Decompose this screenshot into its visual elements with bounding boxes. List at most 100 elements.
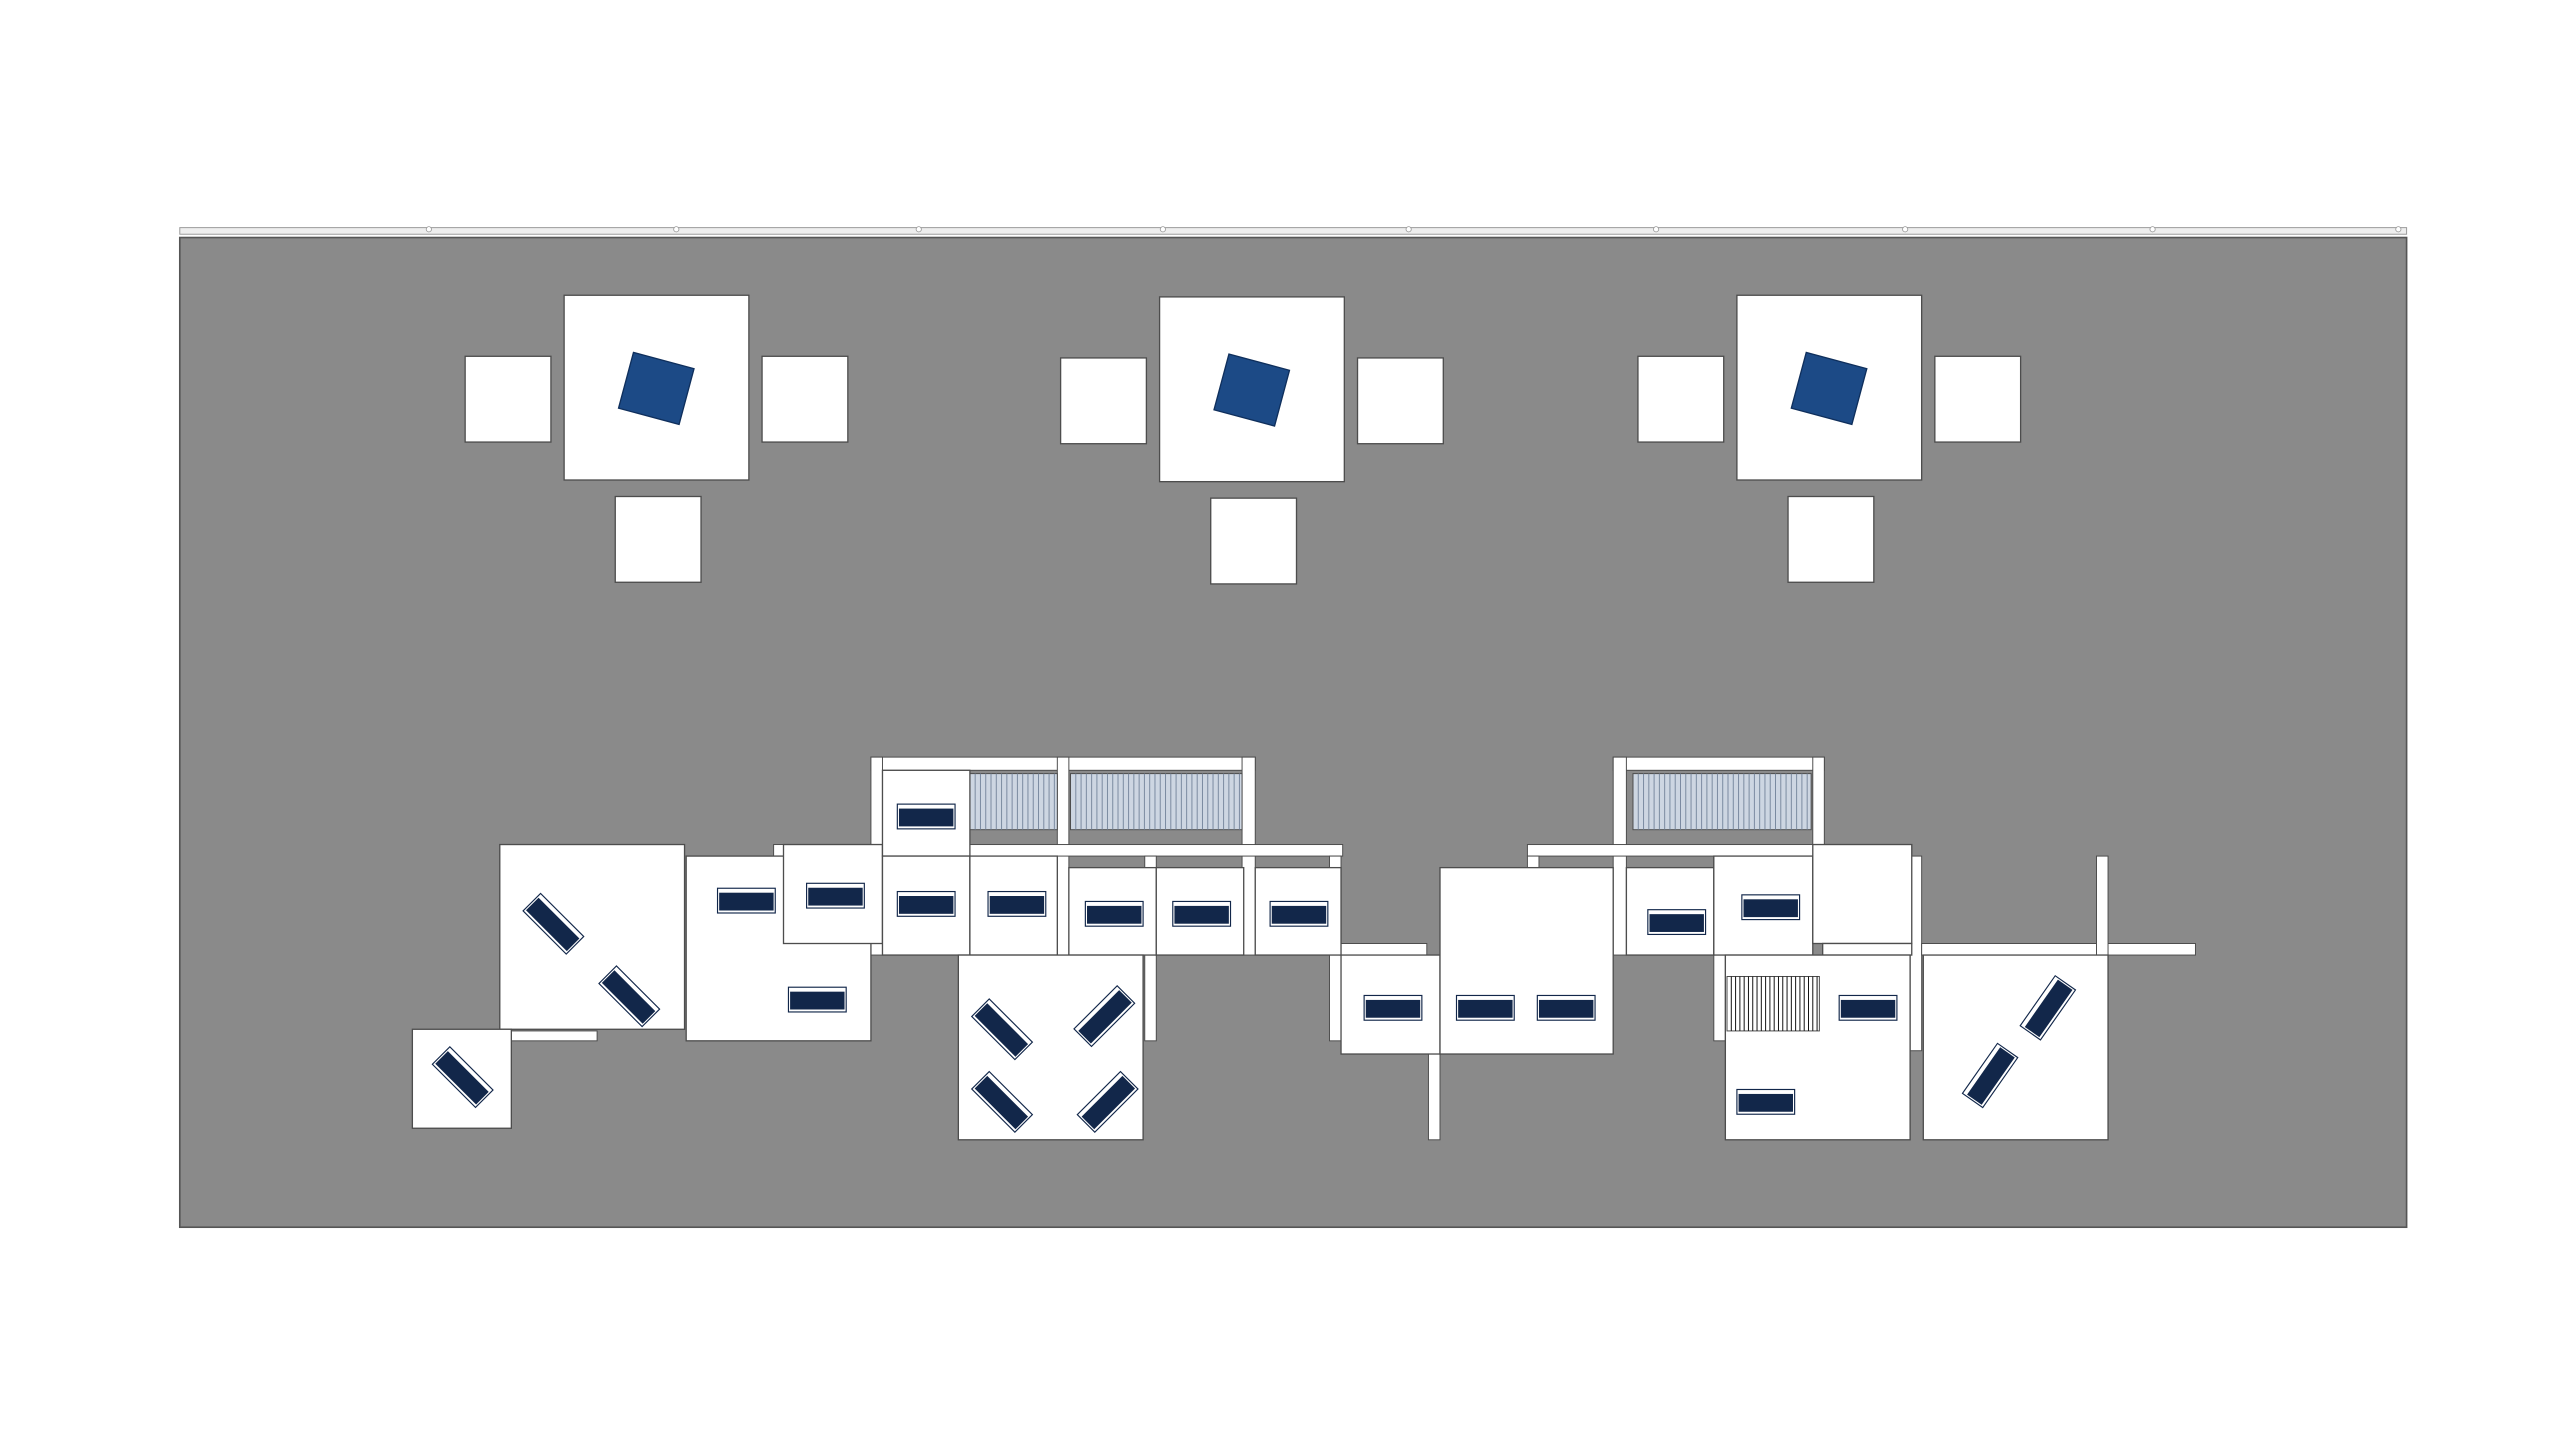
desk-module-right-strip: [1822, 942, 1913, 956]
blue-square: [617, 351, 695, 426]
desk-icon-angled: [598, 965, 661, 1028]
slatted-panel-frame: [969, 773, 1058, 831]
desk-icon: [1736, 1088, 1796, 1115]
slatted-panel-3: [1632, 773, 1812, 831]
rack-top-rail-b: [1612, 756, 1825, 771]
slatted-panel-frame: [1070, 773, 1243, 831]
lower-desk-cluster: [411, 756, 2196, 1141]
desk-icon: [787, 986, 847, 1013]
desk-top: [601, 970, 656, 1024]
slatted-panel-frame: [1632, 773, 1812, 831]
rail-post: [2395, 226, 2402, 233]
desk-icon: [987, 890, 1047, 917]
desk-icon-angled: [970, 998, 1034, 1061]
rail-post: [915, 226, 922, 233]
top-rail: [179, 226, 2408, 235]
pod-stool-bottom: [614, 495, 702, 583]
desk-icon-angled: [431, 1045, 494, 1109]
desk-icon: [896, 803, 956, 830]
desk-top: [808, 887, 863, 906]
bench-rail-right: [1921, 943, 2196, 956]
desk-top: [719, 892, 774, 911]
desk-icon: [1647, 909, 1707, 936]
slatted-panel-2: [1070, 773, 1243, 831]
meeting-pod-2: [1059, 296, 1444, 585]
desk-module-mid-a: [1340, 954, 1441, 1055]
desk-icon: [1536, 994, 1596, 1021]
slatted-panel-frame: [1726, 975, 1820, 1032]
desk-top: [790, 991, 845, 1010]
desk-top: [1078, 990, 1132, 1044]
desk-top: [1649, 914, 1704, 932]
desk-icon: [1363, 994, 1423, 1021]
desk-top: [525, 897, 580, 952]
desk-icon-angled: [970, 1070, 1034, 1133]
desk-icon-angled: [1961, 1042, 2019, 1109]
pod-stool-left: [1637, 355, 1725, 443]
striped-grate: [1726, 975, 1820, 1032]
rail-post-right: [2096, 855, 2109, 956]
desk-module-square-a: [499, 843, 686, 1030]
desk-top: [1967, 1047, 2015, 1105]
desk-icon: [1741, 894, 1801, 921]
rack-post-5: [1812, 756, 1825, 857]
desk-icon-angled: [1073, 984, 1136, 1048]
desk-icon-angled: [2019, 974, 2077, 1041]
desk-top: [1458, 999, 1513, 1018]
desk-top: [1271, 905, 1327, 924]
desk-top: [974, 1003, 1029, 1057]
meeting-pod-1: [464, 294, 849, 583]
desk-module-right-3: [1812, 843, 1913, 945]
desk-top: [1174, 905, 1229, 924]
desk-top: [898, 808, 954, 827]
desk-top: [974, 1075, 1029, 1130]
pod-blue-square-icon: [1213, 353, 1291, 427]
slatted-panel-1: [969, 773, 1058, 831]
desk-module-mid-b: [1439, 866, 1614, 1055]
pod-stool-left: [464, 355, 552, 443]
meeting-pod-3: [1637, 294, 2022, 583]
bench-rail-left: [510, 1030, 598, 1042]
desk-icon: [1455, 994, 1515, 1021]
floor-plan-root: [178, 226, 2408, 1229]
desk-top: [1081, 1075, 1136, 1130]
rail-bar: [179, 227, 2408, 235]
pod-stool-right: [761, 355, 849, 443]
rail-post: [1653, 226, 1660, 233]
pod-blue-square-icon: [617, 351, 695, 426]
pod-stool-left: [1059, 357, 1148, 445]
desk-top: [1087, 905, 1142, 924]
desk-top: [2024, 979, 2073, 1038]
pod-stool-bottom: [1787, 495, 1875, 583]
desk-icon: [806, 882, 865, 909]
blue-square: [1213, 353, 1291, 427]
pod-stool-right: [1934, 355, 2022, 443]
desk-icon: [1838, 994, 1898, 1021]
rail-drop-mid: [1427, 1051, 1441, 1141]
desk-top: [1738, 1093, 1793, 1112]
rack-shelf-rail-a: [773, 844, 1344, 857]
rail-mid-left: [1338, 943, 1428, 956]
desk-icon-angled: [1076, 1070, 1139, 1133]
rail-post: [1159, 226, 1166, 233]
desk-top: [1743, 899, 1798, 918]
desk-icon-angled: [522, 892, 585, 955]
pod-stool-bottom: [1210, 497, 1298, 585]
desk-icon: [1269, 900, 1329, 927]
desk-icon: [1084, 900, 1144, 927]
desk-icon: [1172, 900, 1232, 927]
pod-blue-square-icon: [1790, 351, 1868, 426]
rail-post: [1902, 226, 1909, 233]
desk-top: [1365, 999, 1421, 1018]
rail-post: [673, 226, 680, 233]
pod-stool-right: [1356, 357, 1444, 445]
desk-top: [435, 1051, 489, 1105]
rail-post: [2149, 226, 2156, 233]
desk-top: [989, 896, 1045, 914]
rail-post: [1405, 226, 1412, 233]
desk-icon: [716, 887, 776, 914]
desk-top: [1840, 999, 1896, 1018]
blue-square: [1790, 351, 1868, 426]
desk-top: [898, 896, 954, 914]
